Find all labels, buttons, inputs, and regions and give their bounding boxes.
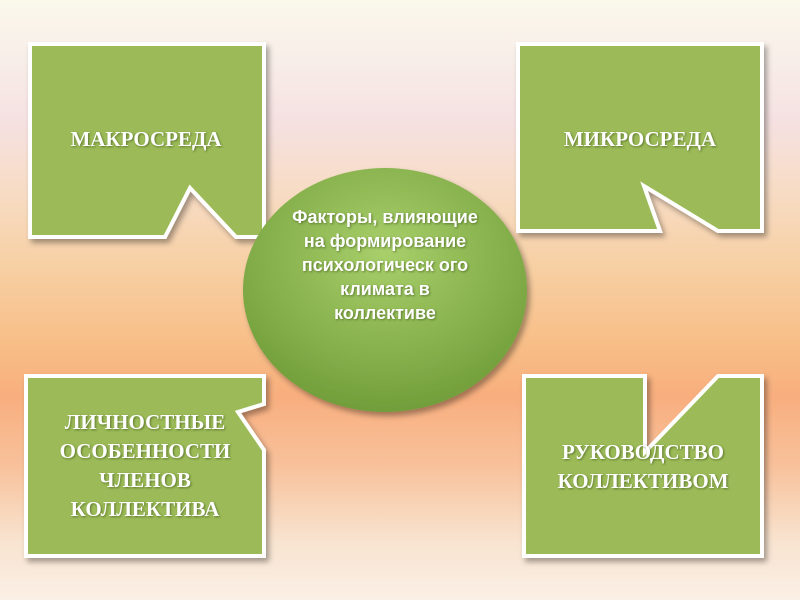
callout-box-micro — [516, 42, 764, 233]
callout-label-micro: МИКРОСРЕДА — [563, 127, 717, 151]
callout-box-personal — [24, 374, 266, 558]
center-label: Факторы, влияющие на формирование психол… — [292, 207, 478, 323]
callout-label-macro: МАКРОСРЕДА — [70, 127, 222, 151]
callout-label-management: РУКОВОДСТВО КОЛЛЕКТИВОМ — [557, 440, 729, 493]
callout-label-personal: ЛИЧНОСТНЫЕ ОСОБЕННОСТИ ЧЛЕНОВ КОЛЛЕКТИВА — [59, 410, 231, 521]
callout-box-management — [522, 374, 764, 558]
callout-box-macro — [28, 42, 266, 239]
central-ellipse — [243, 168, 527, 412]
